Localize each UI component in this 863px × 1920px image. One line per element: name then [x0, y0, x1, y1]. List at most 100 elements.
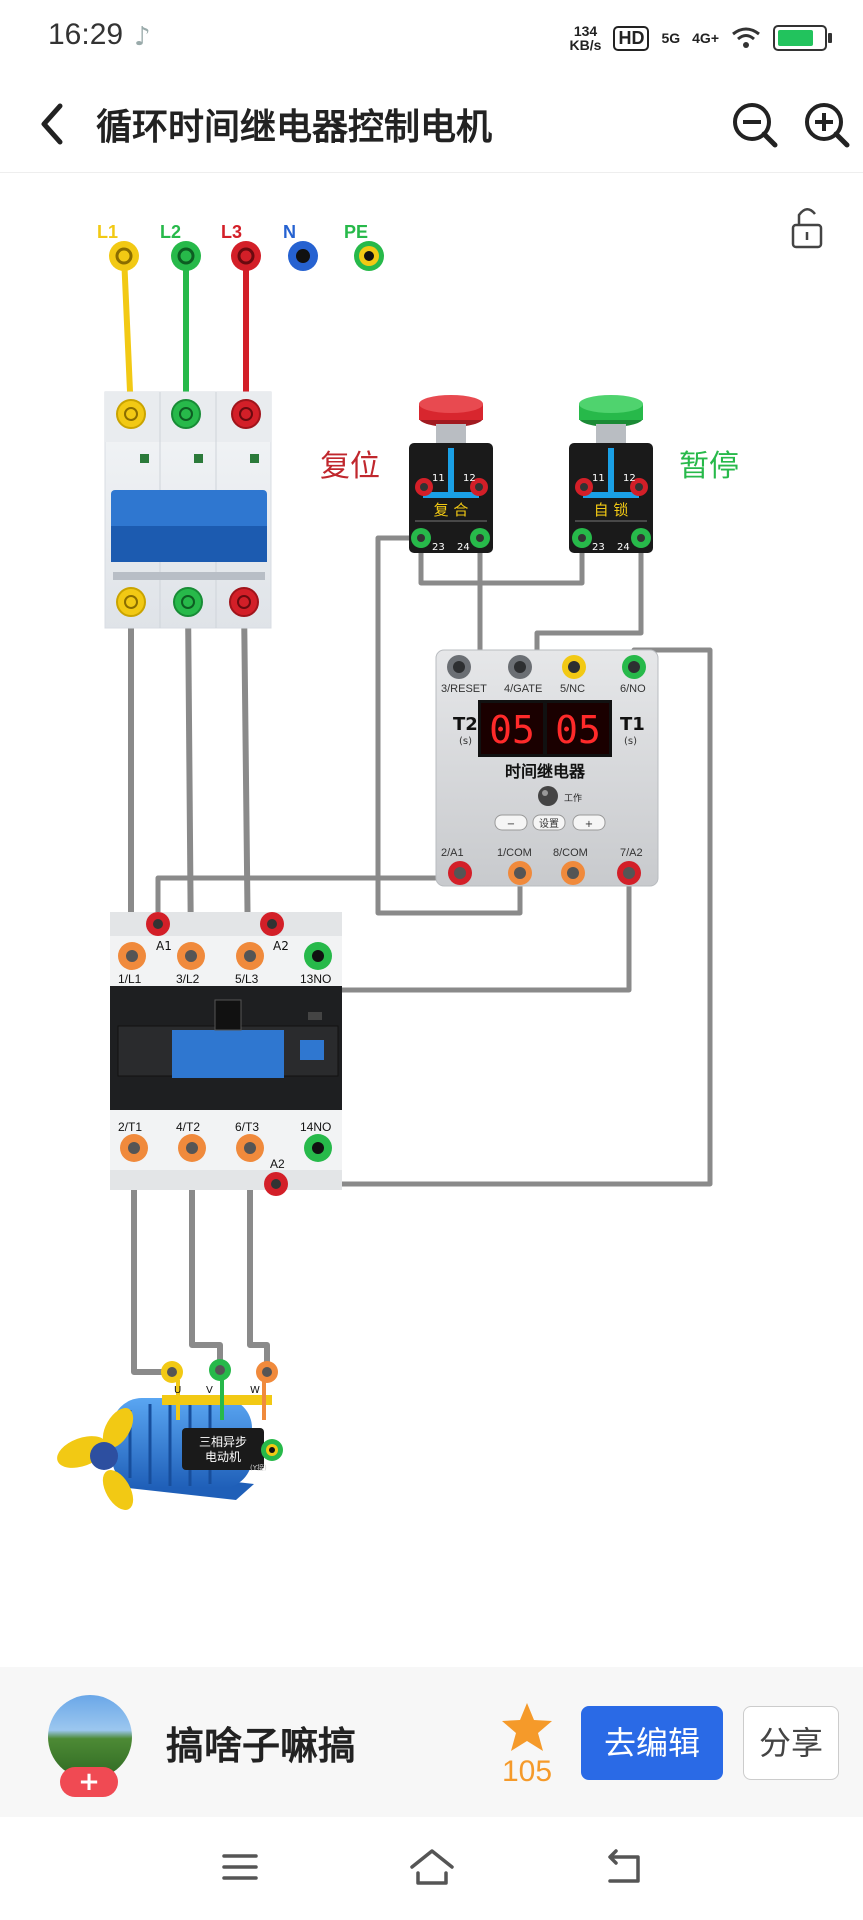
terminal-label-l1: L1	[97, 222, 118, 242]
timer-term-gate: 4/GATE	[504, 683, 542, 695]
system-nav-bar	[0, 1817, 863, 1920]
contactor-t1-label: 2/T1	[118, 1120, 142, 1134]
svg-text:+: +	[585, 819, 593, 830]
battery-icon	[773, 25, 832, 51]
reset-button-label: 复位	[320, 449, 380, 484]
timer-term-com1: 1/COM	[497, 847, 532, 859]
pause-plate-text: 自 锁	[594, 501, 629, 519]
star-count: 105	[501, 1755, 553, 1788]
svg-text:设置: 设置	[539, 818, 559, 830]
circuit-breaker[interactable]	[104, 391, 272, 629]
signal-4g-icon: 4G+	[692, 30, 719, 46]
t2-display: 05	[489, 708, 535, 752]
t2-unit: (s)	[459, 736, 472, 747]
timer-set-button[interactable]: 设置	[532, 814, 566, 831]
timer-term-nc: 5/NC	[560, 683, 585, 695]
contactor-t3-label: 6/T3	[235, 1120, 259, 1134]
reset-push-button[interactable]: 11 12 复 合 23 24	[409, 395, 493, 553]
terminal-label-pe: PE	[344, 222, 368, 242]
edit-button[interactable]: 去编辑	[581, 1706, 723, 1780]
terminal-label-n: N	[283, 222, 296, 242]
tiktok-icon: ♪	[134, 22, 151, 52]
contactor[interactable]: A1 A2 1/L1 3/L2 5/L3 13NO 2/T1 4/T2 6/T3…	[110, 912, 342, 1196]
wifi-icon	[732, 27, 760, 48]
zoom-in-icon[interactable]	[802, 100, 852, 150]
timer-term-no: 6/NO	[620, 683, 646, 695]
terminal-l3[interactable]	[231, 241, 261, 271]
timer-term-reset: 3/RESET	[441, 683, 487, 695]
reset-term-12: 12	[463, 473, 476, 484]
reset-term-24: 24	[457, 542, 470, 553]
back-chevron-icon[interactable]	[30, 96, 80, 152]
title-bar: 循环时间继电器控制电机	[0, 76, 863, 173]
contactor-a2-label: A2	[273, 939, 289, 953]
contactor-l3-label: 5/L3	[235, 972, 259, 986]
reset-term-23: 23	[432, 542, 445, 553]
motor-term-w: W	[250, 1385, 260, 1396]
reset-plate-text: 复 合	[434, 501, 469, 519]
motor-term-u: U	[174, 1385, 181, 1396]
contactor-a1-label: A1	[156, 939, 172, 953]
three-phase-motor[interactable]: 三相异步 电动机 (Y接) U V W	[53, 1359, 283, 1515]
share-button[interactable]: 分享	[743, 1706, 839, 1780]
terminal-pe[interactable]	[354, 241, 384, 271]
contactor-l1-label: 1/L1	[118, 972, 142, 986]
pause-term-11: 11	[592, 473, 605, 484]
timer-title: 时间继电器	[505, 762, 586, 781]
author-name[interactable]: 搞啥子嘛搞	[166, 1724, 357, 1768]
status-bar: 16:29 ♪ 134 KB/s HD 5G 4G+	[0, 0, 863, 76]
page-title: 循环时间继电器控制电机	[96, 107, 493, 148]
svg-text:−: −	[507, 819, 515, 830]
contactor-13no-label: 13NO	[300, 972, 331, 986]
pause-push-button[interactable]: 11 12 自 锁 23 24	[569, 395, 653, 553]
t1-display: 05	[555, 708, 601, 752]
terminal-l1[interactable]	[109, 241, 139, 271]
contactor-l2-label: 3/L2	[176, 972, 200, 986]
star-icon	[502, 1703, 552, 1751]
timer-term-com8: 8/COM	[553, 847, 588, 859]
status-time: 16:29	[48, 18, 124, 51]
net-speed: 134 KB/s	[570, 24, 602, 52]
terminal-label-l3: L3	[221, 222, 242, 242]
pause-button-label: 暂停	[679, 449, 739, 484]
motor-term-v: V	[206, 1385, 213, 1396]
terminal-label-l2: L2	[160, 222, 181, 242]
timer-term-a1: 2/A1	[441, 847, 464, 859]
time-relay[interactable]: 3/RESET 4/GATE 5/NC 6/NO T2 (s) T1 (s) 0…	[435, 649, 659, 887]
timer-term-a2: 7/A2	[620, 847, 643, 859]
back-icon[interactable]	[602, 1847, 644, 1887]
t1-label: T1	[620, 714, 645, 735]
timer-minus-button[interactable]: −	[494, 814, 528, 831]
terminal-n[interactable]	[288, 241, 318, 271]
wiring-diagram[interactable]: L1 L2 L3 N PE 复位 暂停	[0, 0, 863, 1667]
reset-term-11: 11	[432, 473, 445, 484]
t1-unit: (s)	[624, 736, 637, 747]
signal-5g-icon: 5G	[661, 30, 681, 46]
motor-sub-label: (Y接)	[250, 1463, 267, 1472]
avatar[interactable]	[48, 1695, 132, 1779]
status-indicators: 134 KB/s HD 5G 4G+	[570, 20, 832, 56]
favorite-button[interactable]: 105	[496, 1701, 558, 1789]
net-speed-value: 134	[573, 23, 598, 39]
author-bar: + 搞啥子嘛搞 105 去编辑 分享	[0, 1667, 863, 1817]
net-speed-unit: KB/s	[569, 37, 602, 53]
motor-label-line2: 电动机	[205, 1450, 241, 1464]
power-terminals: L1 L2 L3 N PE	[97, 222, 384, 271]
zoom-out-icon[interactable]	[730, 100, 780, 150]
follow-badge[interactable]: +	[60, 1767, 118, 1797]
pause-term-24: 24	[617, 542, 630, 553]
timer-plus-button[interactable]: +	[572, 814, 606, 831]
home-icon[interactable]	[408, 1847, 456, 1887]
contactor-14no-label: 14NO	[300, 1120, 331, 1134]
t2-label: T2	[453, 714, 478, 735]
contactor-a2-bottom-label: A2	[270, 1157, 285, 1171]
unlock-icon[interactable]	[791, 208, 823, 249]
hd-icon: HD	[613, 25, 650, 51]
motor-label-line1: 三相异步	[199, 1435, 247, 1449]
contactor-t2-label: 4/T2	[176, 1120, 200, 1134]
terminal-l2[interactable]	[171, 241, 201, 271]
pause-term-23: 23	[592, 542, 605, 553]
timer-work-label: 工作	[564, 792, 582, 804]
menu-icon[interactable]	[220, 1847, 260, 1887]
pause-term-12: 12	[623, 473, 636, 484]
